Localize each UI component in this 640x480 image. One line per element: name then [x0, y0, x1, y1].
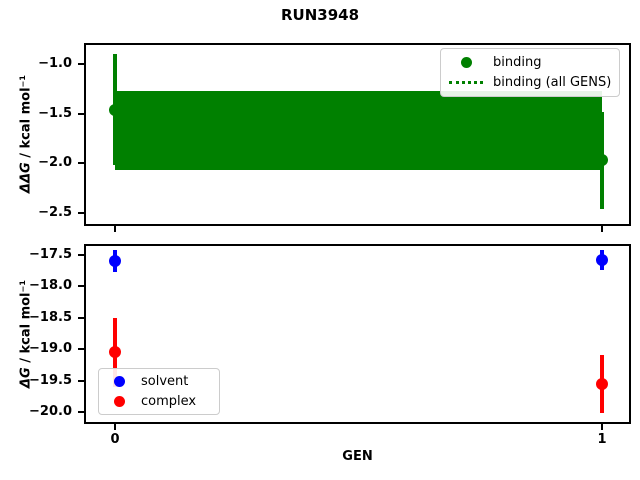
x-tick-mark [113, 226, 116, 232]
solvent-point-gen0 [108, 255, 121, 268]
binding-all-gens-dotted-line-icon [449, 81, 483, 85]
y-tick-label: −19.5 [29, 372, 72, 388]
complex-dot-icon [107, 395, 131, 407]
legend-label-solvent: solvent [141, 374, 189, 390]
legend-entry-binding: binding [449, 52, 613, 73]
y-tick-mark [78, 162, 84, 165]
legend-solvation: solvent complex [98, 368, 220, 415]
y-tick-label: −19.0 [29, 341, 72, 357]
binding-all-gens--band [114, 90, 602, 171]
legend-label-complex: complex [141, 393, 197, 409]
y-tick-mark [78, 379, 84, 382]
legend-entry-binding-all-gens: binding (all GENS) [449, 73, 613, 94]
figure-title: RUN3948 [280, 6, 360, 24]
legend-label-binding: binding [493, 54, 542, 70]
y-tick-mark [78, 410, 84, 413]
x-tick-label: 0 [110, 432, 120, 447]
binding-point-gen0 [108, 103, 121, 116]
y-tick-label: −18.5 [29, 309, 72, 325]
x-tick-mark [113, 424, 116, 430]
solvent-dot-icon [107, 376, 131, 388]
y-tick-mark [78, 211, 84, 214]
y-tick-label: −1.0 [38, 56, 72, 72]
subplot-binding: binding binding (all GENS) −1.0 −1.5 −2.0 −… [38, 43, 631, 232]
y-tick-mark [78, 112, 84, 115]
binding-dot-icon [449, 56, 483, 68]
x-axis-label-gen: GEN [342, 449, 373, 464]
y-tick-label: −2.5 [38, 204, 72, 220]
y-tick-mark [78, 63, 84, 66]
y-tick-label: −1.5 [38, 105, 72, 121]
y-tick-mark [78, 253, 84, 256]
subplot-solvation: solvent complex −17.5 −18.0 −18.5 −19.0 −19.… [29, 244, 631, 447]
x-tick-mark [600, 424, 603, 430]
y-tick-label: −18.0 [29, 278, 72, 294]
y-tick-label: −20.0 [29, 403, 72, 419]
complex-point-gen0 [108, 346, 121, 359]
y-tick-label: −17.5 [29, 246, 72, 262]
y-tick-mark [78, 285, 84, 288]
solvent-point-gen1 [595, 253, 608, 266]
y-axis-label-ddg: ΔΔG / kcal mol⁻¹ [19, 75, 34, 193]
legend-label-binding-all-gens: binding (all GENS) [493, 75, 612, 91]
x-tick-mark [600, 226, 603, 232]
legend-entry-solvent: solvent [107, 372, 213, 392]
binding-point-gen1 [595, 154, 608, 167]
y-tick-mark [78, 316, 84, 319]
x-tick-label: 1 [597, 432, 607, 447]
y-tick-mark [78, 348, 84, 351]
legend-entry-complex: complex [107, 392, 213, 412]
complex-point-gen1 [595, 377, 608, 390]
y-tick-label: −2.0 [38, 155, 72, 171]
legend-binding: binding binding (all GENS) [440, 48, 620, 97]
